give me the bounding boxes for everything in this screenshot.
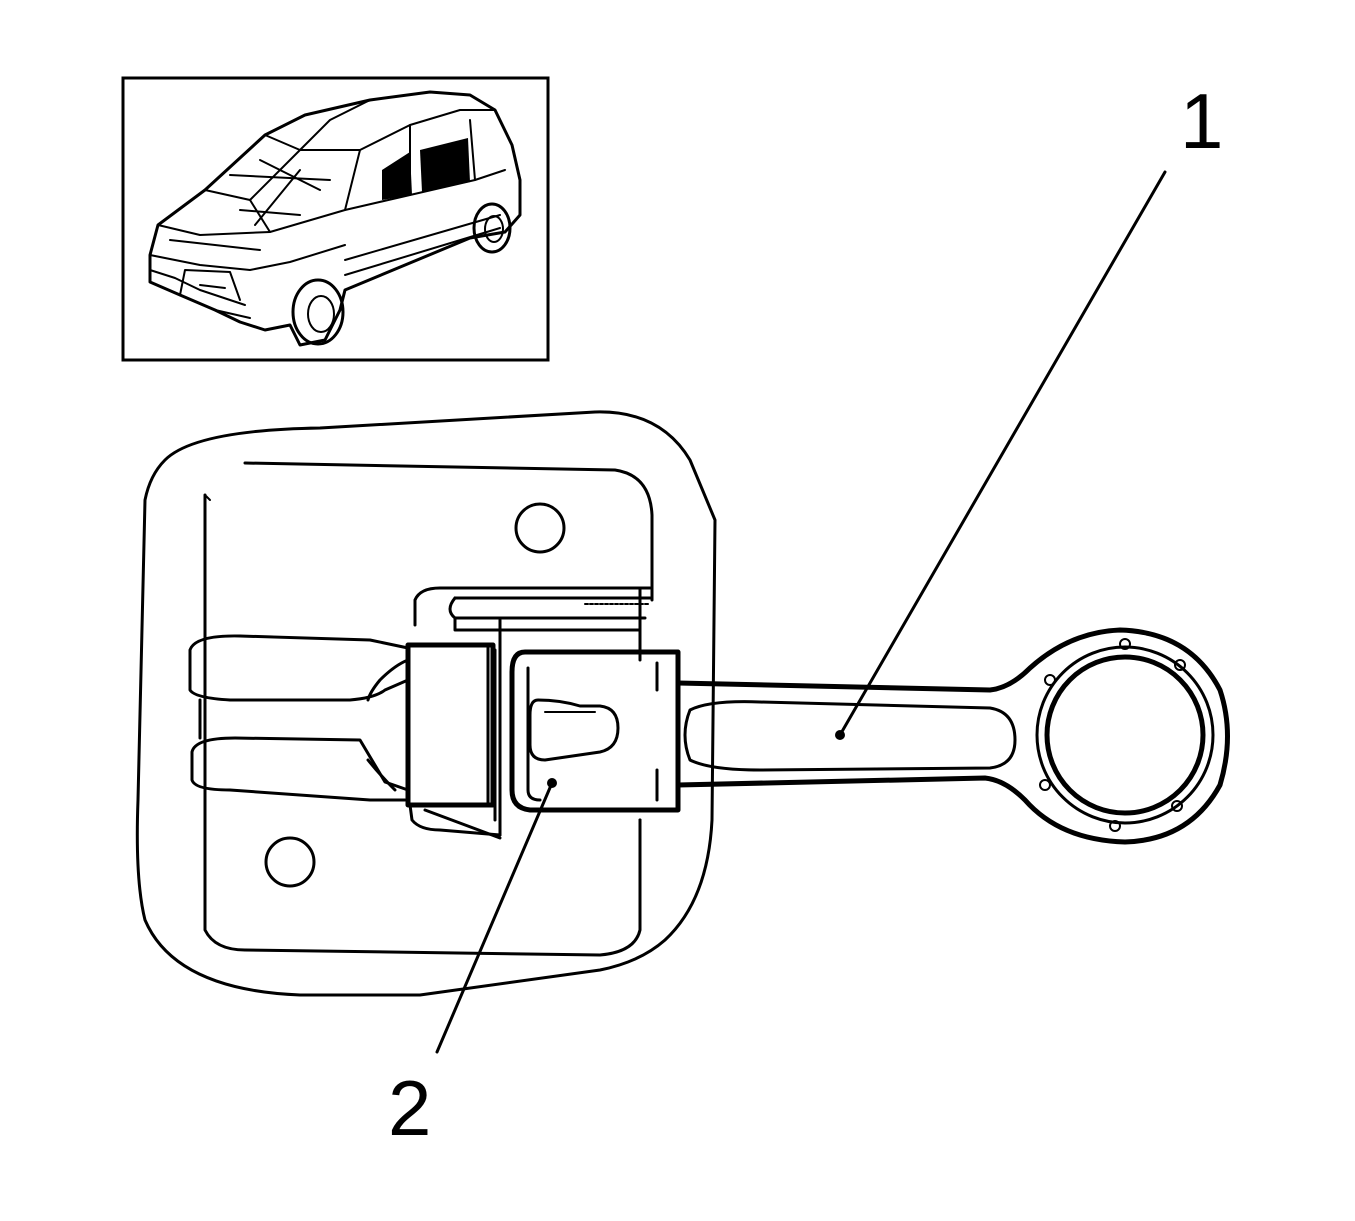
stop-block	[493, 648, 681, 822]
mounting-hole-lower	[264, 836, 316, 888]
callout-1-label: 1	[1180, 77, 1223, 165]
callout-2-label: 2	[388, 1064, 431, 1152]
locator-inset	[121, 76, 550, 362]
door-check-strap	[675, 627, 1230, 845]
callout-2: 2	[388, 778, 557, 1152]
door-pillar-panel	[135, 410, 717, 997]
callout-1-dot	[835, 730, 845, 740]
mounting-hole-upper	[514, 502, 566, 554]
callout-2-dot	[547, 778, 557, 788]
check-strap-bracket	[188, 586, 652, 842]
car-body-locator-icon	[148, 90, 522, 347]
callout-1: 1	[835, 77, 1223, 740]
